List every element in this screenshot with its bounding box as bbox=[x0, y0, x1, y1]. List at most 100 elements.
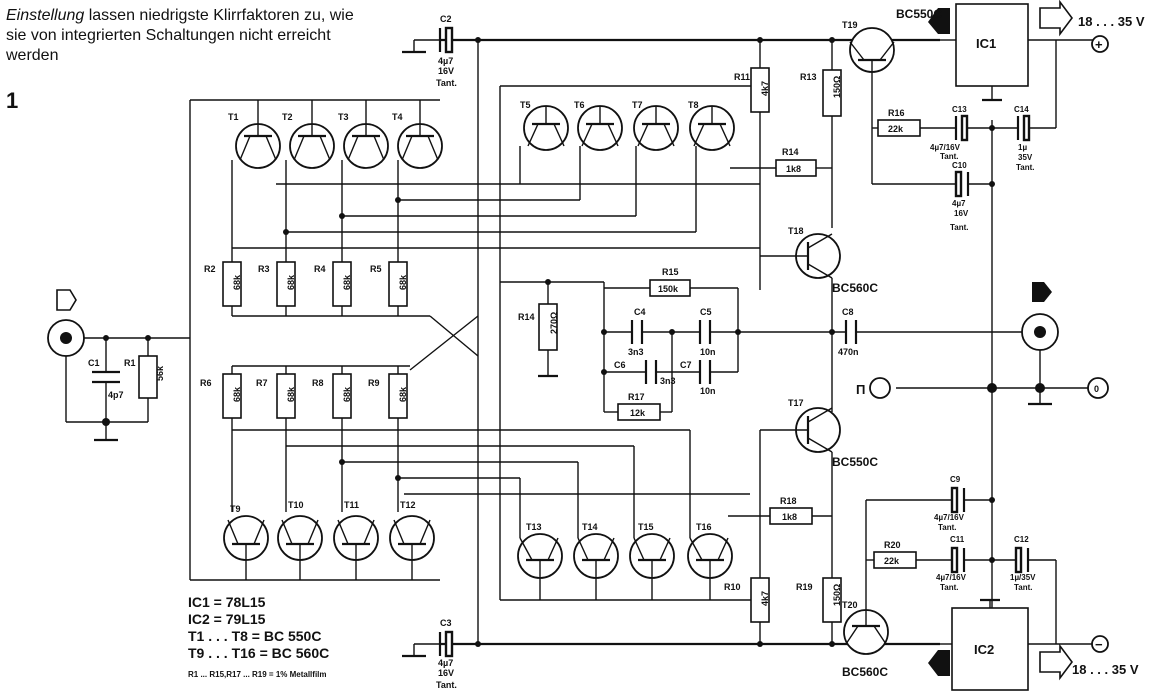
negative-voltage: 18 . . . 35 V bbox=[1072, 662, 1139, 677]
c13-type: Tant. bbox=[940, 152, 959, 161]
c14-name: C14 bbox=[1014, 105, 1029, 114]
transistor-t16: T16 bbox=[687, 522, 733, 600]
legend-note: R1 ... R15,R17 ... R19 = 1% Metallfilm bbox=[188, 670, 327, 679]
c3-type: Tant. bbox=[436, 680, 457, 690]
r5-value: 68k bbox=[398, 274, 408, 290]
node-b bbox=[339, 213, 345, 219]
c3-plate-b bbox=[444, 630, 454, 658]
negative-terminal bbox=[1091, 635, 1109, 653]
t8-label: T8 bbox=[688, 100, 699, 110]
t13-label: T13 bbox=[526, 522, 542, 532]
positive-voltage: 18 . . . 35 V bbox=[1078, 14, 1145, 29]
r20-name: R20 bbox=[884, 540, 901, 550]
r8-value: 68k bbox=[342, 386, 352, 402]
t3-label: T3 bbox=[338, 112, 349, 122]
ground-label: Π bbox=[856, 382, 865, 397]
r3-name: R3 bbox=[258, 264, 270, 274]
c11-name: C11 bbox=[950, 535, 965, 544]
c10-type: Tant. bbox=[950, 223, 969, 232]
r3-value: 68k bbox=[286, 274, 296, 290]
t12-label: T12 bbox=[400, 500, 416, 510]
transistor-t3: T3 bbox=[338, 100, 389, 169]
c13-plate-b bbox=[960, 114, 969, 142]
r4-name: R4 bbox=[314, 264, 326, 274]
transistor-t17: T17 BC550C bbox=[760, 398, 878, 469]
transistor-t20: T20 BC560C bbox=[842, 600, 889, 679]
c5-name: C5 bbox=[700, 307, 712, 317]
r19-name: R19 bbox=[796, 582, 813, 592]
output-node bbox=[829, 329, 835, 335]
c13-name: C13 bbox=[952, 105, 967, 114]
c2-value: 4µ7 bbox=[438, 56, 453, 66]
r1-name: R1 bbox=[124, 358, 136, 368]
r14b-name: R14 bbox=[518, 312, 535, 322]
c4-value: 3n3 bbox=[628, 347, 644, 357]
c10-name: C10 bbox=[952, 161, 967, 170]
transistor-t8: T8 bbox=[688, 100, 735, 151]
fb-node-4 bbox=[735, 329, 741, 335]
ground-top-node bbox=[475, 37, 481, 43]
r7-name: R7 bbox=[256, 378, 268, 388]
transistor-t2: T2 bbox=[282, 100, 335, 169]
r14b-value: 270Ω bbox=[549, 312, 559, 334]
c8-name: C8 bbox=[842, 307, 854, 317]
negative-symbol: − bbox=[1095, 637, 1103, 652]
c12-name: C12 bbox=[1014, 535, 1029, 544]
heading-italic: Einstellung bbox=[6, 7, 85, 24]
c9-value: 4µ7/16V bbox=[934, 513, 965, 522]
t19-type: BC550C bbox=[896, 7, 942, 21]
t4-label: T4 bbox=[392, 112, 403, 122]
r7-value: 68k bbox=[286, 386, 296, 402]
r17-name: R17 bbox=[628, 392, 645, 402]
r19-value: 150Ω bbox=[832, 584, 842, 606]
fb-node-1 bbox=[601, 329, 607, 335]
r13-name: R13 bbox=[800, 72, 817, 82]
r9-value: 68k bbox=[398, 386, 408, 402]
c3-name: C3 bbox=[440, 618, 452, 628]
c12-plate-a bbox=[1014, 546, 1023, 574]
c14-value: 1µ bbox=[1018, 143, 1027, 152]
c14-type: Tant. bbox=[1016, 163, 1035, 172]
t2-label: T2 bbox=[282, 112, 293, 122]
input-jack bbox=[47, 289, 85, 357]
r14a-name: R14 bbox=[782, 147, 799, 157]
c1-name: C1 bbox=[88, 358, 100, 368]
zero-node-2 bbox=[1035, 383, 1045, 393]
t11-label: T11 bbox=[344, 500, 359, 510]
c2-plate-b bbox=[444, 26, 454, 54]
transistor-t14: T14 bbox=[573, 522, 619, 600]
positive-terminal bbox=[1091, 35, 1109, 53]
c7-name: C7 bbox=[680, 360, 692, 370]
r10-node bbox=[757, 641, 763, 647]
t20-label: T20 bbox=[842, 600, 858, 610]
legend-line-4: T9 . . . T16 = BC 560C bbox=[188, 645, 330, 661]
t18-type: BC560C bbox=[832, 281, 878, 295]
component-legend: IC1 = 78L15 IC2 = 79L15 T1 . . . T8 = BC… bbox=[188, 594, 329, 683]
c2-type: Tant. bbox=[436, 78, 457, 88]
c1-value: 4p7 bbox=[108, 390, 124, 400]
heading-text: lassen niedrigste Klirr­faktoren zu, wie… bbox=[6, 7, 354, 64]
legend-line-1: IC1 = 78L15 bbox=[188, 594, 266, 610]
t7-label: T7 bbox=[632, 100, 643, 110]
zero-node-6 bbox=[989, 557, 995, 563]
ic2-arrow bbox=[928, 650, 950, 676]
transistor-t12: T12 bbox=[389, 500, 435, 580]
t16-label: T16 bbox=[696, 522, 712, 532]
c10-value: 4µ7 bbox=[952, 199, 966, 208]
t17-label: T17 bbox=[788, 398, 804, 408]
c7-value: 10n bbox=[700, 386, 716, 396]
c9-name: C9 bbox=[950, 475, 961, 484]
figure-heading: Einstellung lassen niedrigste Klirr­fakt… bbox=[6, 6, 366, 66]
r11-value: 4k7 bbox=[760, 81, 770, 96]
transistor-t10: T10 bbox=[277, 500, 323, 580]
r2-value: 68k bbox=[232, 274, 242, 290]
transistor-t13: T13 bbox=[517, 522, 563, 600]
positive-arrow bbox=[1039, 0, 1073, 37]
r19-node bbox=[829, 641, 835, 647]
legend-line-3: T1 . . . T8 = BC 550C bbox=[188, 628, 322, 644]
r10-name: R10 bbox=[724, 582, 741, 592]
r6-value: 68k bbox=[232, 386, 242, 402]
r9-name: R9 bbox=[368, 378, 380, 388]
r1-node bbox=[145, 335, 151, 341]
